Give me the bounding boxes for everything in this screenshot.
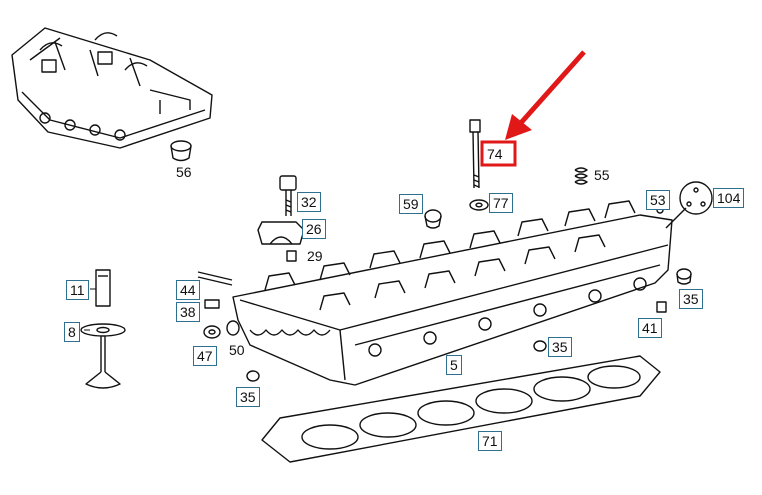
valve-8-drawing xyxy=(80,323,126,389)
main-cylinder-head-drawing xyxy=(232,200,673,386)
pin-41-drawing xyxy=(656,301,667,313)
pin-38-drawing xyxy=(204,299,220,309)
label-35-left[interactable]: 35 xyxy=(236,387,260,407)
label-53[interactable]: 53 xyxy=(646,190,670,210)
head-gasket-71-drawing xyxy=(261,355,661,463)
label-44[interactable]: 44 xyxy=(176,280,200,300)
tappet-56-drawing xyxy=(170,140,192,162)
spring-55-drawing xyxy=(574,167,588,185)
washer-77-drawing xyxy=(469,199,489,211)
label-104[interactable]: 104 xyxy=(713,188,745,208)
label-35-right[interactable]: 35 xyxy=(679,289,703,309)
label-59[interactable]: 59 xyxy=(399,194,423,214)
label-38[interactable]: 38 xyxy=(176,302,200,322)
label-55: 55 xyxy=(594,167,610,183)
ring-35c-drawing xyxy=(533,340,547,352)
plug-47-drawing xyxy=(203,325,221,339)
label-5[interactable]: 5 xyxy=(446,355,462,375)
label-35-mid[interactable]: 35 xyxy=(548,337,572,357)
label-56: 56 xyxy=(176,164,192,180)
inset-cylinder-head-drawing xyxy=(11,27,213,149)
plug-59-drawing xyxy=(424,209,442,229)
label-74[interactable]: 74 xyxy=(487,146,503,162)
valve-guide-11-drawing xyxy=(95,269,111,307)
stud-44-drawing xyxy=(197,271,233,286)
bolt-74-drawing xyxy=(469,119,481,189)
label-8[interactable]: 8 xyxy=(64,322,80,342)
label-77[interactable]: 77 xyxy=(489,193,513,213)
label-41[interactable]: 41 xyxy=(638,318,662,338)
label-47[interactable]: 47 xyxy=(193,346,217,366)
bearing-cap-26-drawing xyxy=(257,221,305,245)
label-26[interactable]: 26 xyxy=(302,219,326,239)
plug-35b-drawing xyxy=(676,268,692,285)
label-11[interactable]: 11 xyxy=(66,280,89,300)
label-50: 50 xyxy=(229,342,245,358)
highlight-box-74 xyxy=(480,140,517,167)
sleeve-29-drawing xyxy=(286,250,297,262)
seal-50-drawing xyxy=(226,320,240,336)
label-32[interactable]: 32 xyxy=(297,192,321,212)
red-pointer-arrow xyxy=(505,50,586,140)
bolt-32-drawing xyxy=(279,175,297,216)
ring-35a-drawing xyxy=(246,370,260,382)
label-29: 29 xyxy=(307,248,323,264)
label-71[interactable]: 71 xyxy=(478,431,502,451)
flange-104-drawing xyxy=(665,181,713,229)
